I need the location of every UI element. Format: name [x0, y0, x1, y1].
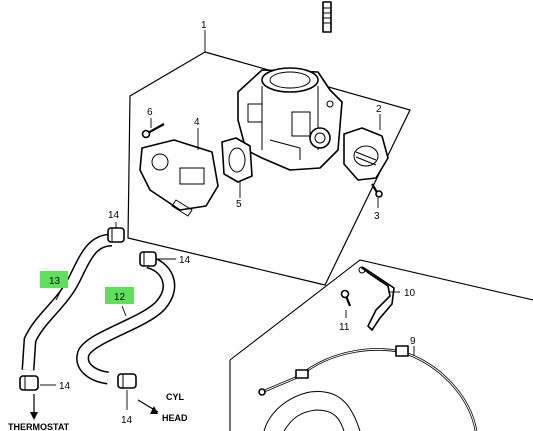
screw	[141, 123, 165, 139]
coolant-hose-13	[21, 233, 113, 371]
callout-14b: 14	[179, 255, 191, 266]
cyl-head-label-2: HEAD	[162, 413, 188, 423]
gasket	[221, 137, 253, 183]
callout-6: 6	[147, 107, 153, 118]
callout-13: 13	[49, 276, 61, 287]
cable-bracket	[358, 266, 395, 331]
callout-10: 10	[404, 288, 416, 299]
thermostat-label: THERMOSTAT	[8, 422, 70, 431]
throttle-position-sensor	[343, 127, 389, 181]
lower-boundary	[229, 259, 533, 361]
callout-14d: 14	[121, 415, 133, 426]
callout-5: 5	[236, 199, 242, 210]
arrow-to-thermostat	[30, 394, 38, 420]
highlight-13	[40, 271, 68, 288]
hose-clamp-cylhead	[117, 373, 137, 389]
callout-9: 9	[410, 336, 416, 347]
callout-14a: 14	[108, 210, 120, 221]
callout-2: 2	[376, 104, 382, 115]
highlight-12	[105, 287, 134, 304]
hose-clamp-thermostat	[19, 375, 39, 391]
hose-clamp-mid	[139, 251, 157, 267]
stud-bolt	[322, 1, 332, 33]
bracket-bolt	[340, 289, 352, 307]
hose-clamp-upper	[107, 227, 125, 243]
callout-12: 12	[114, 292, 126, 303]
callout-3: 3	[374, 211, 380, 222]
accelerator-cable	[258, 345, 478, 431]
sensor-screw	[371, 183, 383, 198]
callout-1: 1	[201, 20, 207, 31]
callout-14c: 14	[59, 381, 71, 392]
coolant-hose-12	[76, 255, 176, 385]
intake-manifold-outline	[263, 390, 361, 431]
callout-11: 11	[339, 322, 350, 333]
assembly-boundary	[127, 51, 411, 286]
callout-4: 4	[194, 117, 200, 128]
arrow-to-cyl-head	[137, 399, 159, 414]
throttle-body	[237, 67, 343, 171]
cyl-head-label-1: CYL	[166, 392, 185, 402]
idle-air-valve	[139, 139, 219, 217]
